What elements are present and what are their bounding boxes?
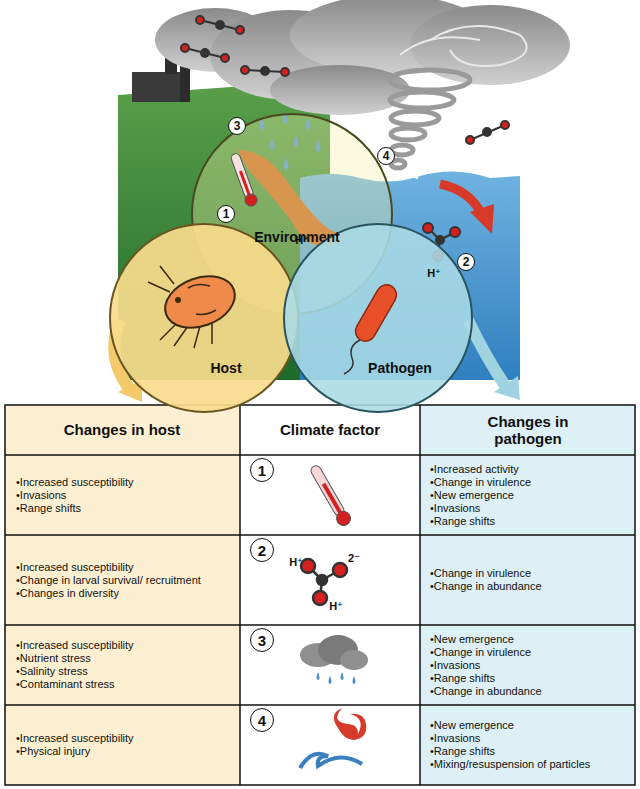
bullet-item: •Changes in diversity bbox=[16, 587, 230, 600]
circle-label: Host bbox=[210, 360, 241, 376]
pathogen-circle: Pathogen bbox=[282, 222, 474, 414]
bullet-item: •Increased susceptibility bbox=[16, 639, 230, 652]
circle-shape bbox=[110, 224, 298, 412]
bullet-item: •New emergence bbox=[430, 633, 626, 646]
bullet-list: •Change in virulence•Change in abundance bbox=[430, 535, 626, 625]
bullet-list: •Increased susceptibility•Physical injur… bbox=[16, 705, 230, 785]
copepod bbox=[148, 266, 242, 348]
bullet-item: •Change in abundance bbox=[430, 580, 626, 593]
arrowhead bbox=[494, 376, 520, 400]
callout-number: 3 bbox=[228, 117, 246, 135]
storm-icon bbox=[300, 708, 366, 768]
bullet-item: •Increased susceptibility bbox=[16, 732, 230, 745]
bullet-item: •Salinity stress bbox=[16, 665, 230, 678]
circle-shape bbox=[284, 224, 472, 412]
bullet-item: •Increased susceptibility bbox=[16, 476, 230, 489]
table-grid bbox=[5, 405, 635, 785]
bullet-item: •Invasions bbox=[430, 659, 626, 672]
bullet-item: •Increased activity bbox=[430, 463, 626, 476]
bullet-item: •Increased susceptibility bbox=[16, 561, 230, 574]
ion-label: H⁺ bbox=[295, 234, 309, 247]
bullet-item: •Nutrient stress bbox=[16, 652, 230, 665]
ion-label: H⁺ bbox=[329, 600, 343, 613]
bullet-item: •Range shifts bbox=[430, 515, 626, 528]
thermometer bbox=[229, 152, 259, 208]
callout-number: 2 bbox=[457, 253, 475, 271]
bullet-list: •Increased susceptibility•Nutrient stres… bbox=[16, 625, 230, 705]
bullet-list: •New emergence•Change in virulence•Invas… bbox=[430, 625, 626, 705]
bullet-item: •Change in virulence bbox=[430, 567, 626, 580]
bullet-item: •Change in virulence bbox=[430, 646, 626, 659]
hurricane bbox=[390, 70, 470, 168]
bullet-list: •Increased susceptibility•Invasions•Rang… bbox=[16, 455, 230, 535]
callout-number: 1 bbox=[250, 458, 274, 482]
host-column bbox=[5, 405, 240, 785]
callout-number: 1 bbox=[217, 205, 235, 223]
host-circle: Host bbox=[108, 222, 300, 414]
bullet-item: •Range shifts bbox=[430, 745, 626, 758]
callout-number: 4 bbox=[250, 708, 274, 732]
callout-number: 2 bbox=[250, 538, 274, 562]
thermometer-icon bbox=[307, 463, 353, 528]
column-header: Changes in host bbox=[47, 421, 197, 438]
bullet-item: •New emergence bbox=[430, 489, 626, 502]
co2-molecule bbox=[181, 16, 509, 144]
callout-number: 4 bbox=[377, 147, 395, 165]
bullet-item: •Change in abundance bbox=[430, 685, 626, 698]
pathogen-column bbox=[420, 405, 635, 785]
ion-label: H⁺ bbox=[289, 556, 303, 569]
callout-number: 3 bbox=[250, 628, 274, 652]
bullet-item: •Change in virulence bbox=[430, 476, 626, 489]
carbonate-icon bbox=[301, 559, 347, 605]
cloud bbox=[155, 0, 570, 115]
bullet-item: •Invasions bbox=[430, 502, 626, 515]
bullet-item: •Range shifts bbox=[16, 502, 230, 515]
ion-label: 2⁻ bbox=[348, 552, 360, 565]
arrowhead bbox=[470, 204, 494, 234]
bullet-list: •Increased susceptibility•Change in larv… bbox=[16, 535, 230, 625]
circle-outline bbox=[108, 222, 300, 414]
bullet-item: •New emergence bbox=[430, 719, 626, 732]
bullet-item: •Contaminant stress bbox=[16, 678, 230, 691]
cloud-swirl bbox=[400, 26, 527, 66]
bullet-list: •Increased activity•Change in virulence•… bbox=[430, 455, 626, 535]
ion-label: H⁺ bbox=[427, 267, 441, 280]
bullet-list: •New emergence•Invasions•Range shifts•Mi… bbox=[430, 705, 626, 785]
bullet-item: •Physical injury bbox=[16, 745, 230, 758]
circle-label: Pathogen bbox=[368, 360, 432, 376]
raincloud-icon bbox=[300, 635, 368, 684]
circle-outline bbox=[282, 222, 474, 414]
bullet-item: •Invasions bbox=[430, 732, 626, 745]
bullet-item: •Mixing/resuspension of particles bbox=[430, 758, 626, 771]
factory bbox=[132, 72, 180, 102]
column-header: Climate factor bbox=[255, 421, 405, 438]
bullet-item: •Change in larval survival/ recruitment bbox=[16, 574, 230, 587]
bullet-item: •Range shifts bbox=[430, 672, 626, 685]
pathogen-arrow bbox=[468, 320, 508, 390]
bullet-item: •Invasions bbox=[16, 489, 230, 502]
column-header: Changes in pathogen bbox=[453, 413, 603, 448]
